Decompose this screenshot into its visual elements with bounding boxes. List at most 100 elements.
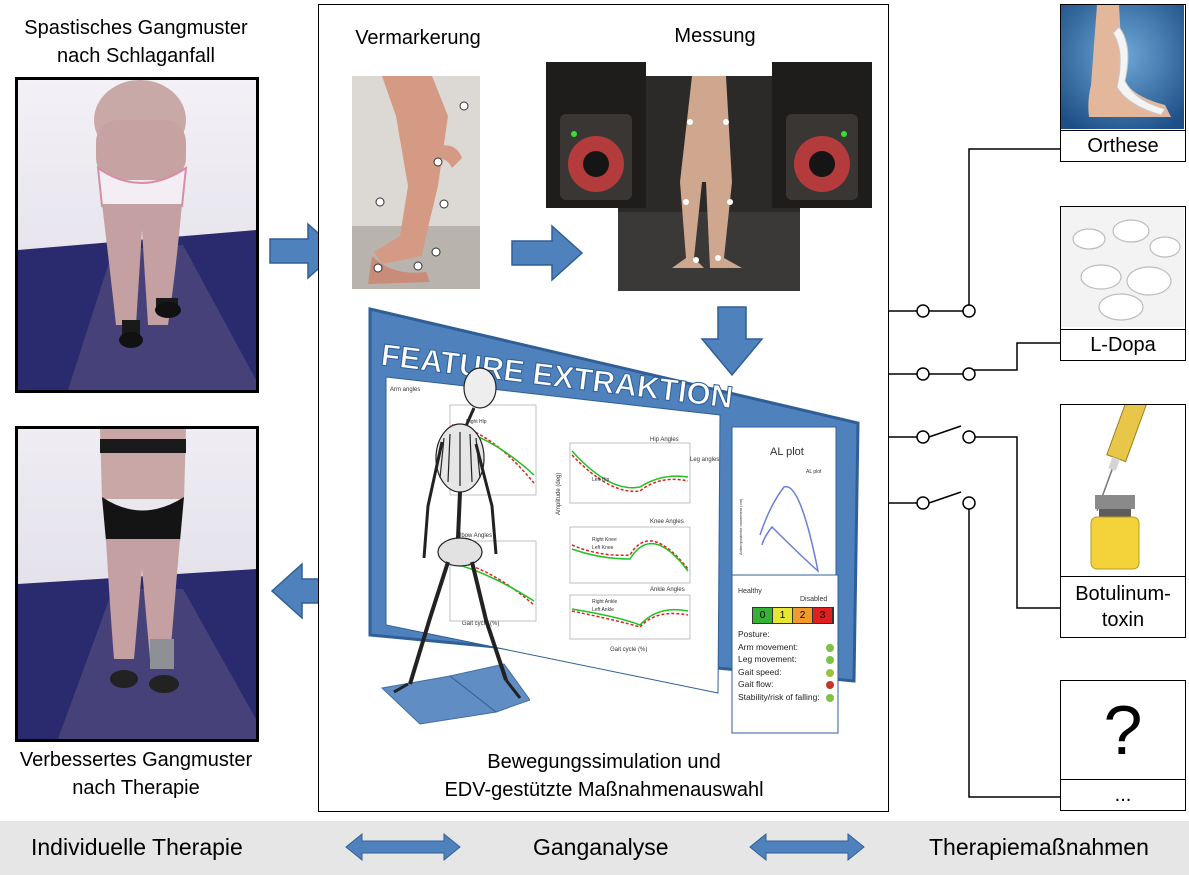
switch-circuit	[889, 148, 1061, 798]
assessment-label: Posture:	[738, 629, 770, 639]
title-vermarkerung: Vermarkerung	[355, 27, 481, 49]
al-plot-legend: AL plot	[806, 469, 822, 475]
therapy-botulinumtoxin: Botulinum- toxin	[1060, 404, 1186, 638]
assessment-row: Posture:	[738, 628, 838, 641]
al-plot-ylabel: Anteroposterior movement (cm)	[738, 498, 743, 555]
gait-cycle-label-left: Gait cycle (%)	[462, 621, 499, 627]
assessment-row: Arm movement:	[738, 641, 838, 654]
caption-simulation: Bewegungssimulation und EDV-gestützte Ma…	[330, 748, 878, 804]
photo-improved-gait	[15, 426, 259, 742]
legend-right-hip: Right Hip	[466, 419, 487, 425]
plot-frame-knee	[569, 526, 691, 584]
footer-gait-analysis: Ganganalyse	[533, 834, 669, 860]
switch-ldopa-contact-b	[962, 367, 976, 381]
assessment-panel: Healthy Disabled	[731, 574, 839, 734]
spastic-gait-image	[18, 80, 256, 390]
scale-level-2: 2	[793, 608, 813, 623]
al-plot-title: AL plot	[770, 446, 804, 458]
marker-placement-image	[352, 76, 480, 289]
caption-spastic-gait: Spastisches Gangmuster nach Schlaganfall	[0, 14, 272, 70]
al-plot-panel: AL plot AL plot Lateral movement (cm) An…	[731, 426, 837, 588]
assessment-label: Gait flow:	[738, 679, 774, 689]
photo-spastic-gait	[15, 77, 259, 393]
therapy-other: ? ...	[1060, 680, 1186, 811]
therapy-orthese: Orthese	[1060, 4, 1186, 162]
caption-simulation-line2: EDV-gestützte Maßnahmenauswahl	[444, 779, 764, 801]
scale-healthy-label: Healthy	[738, 588, 762, 595]
caption-improved-gait: Verbessertes Gangmuster nach Therapie	[0, 746, 272, 802]
arrow-to-measurement	[511, 224, 584, 282]
amplitude-label: Amplitude (deg)	[556, 473, 562, 515]
assessment-row: Stability/risk of falling:	[738, 691, 838, 704]
pills-image	[1061, 207, 1184, 327]
legend-left-ankle: Left Ankle	[592, 607, 614, 613]
assessment-label: Stability/risk of falling:	[738, 691, 820, 702]
switch-orthese-contact-b	[962, 304, 976, 318]
caption-improved-line1: Verbessertes Gangmuster	[19, 749, 253, 771]
assessment-label: Arm movement:	[738, 641, 798, 652]
syringe-vial-image	[1061, 405, 1184, 577]
measurement-camera-image	[546, 62, 872, 291]
assessment-label: Leg movement:	[738, 654, 797, 664]
assessment-row: Gait flow:	[738, 678, 838, 691]
footer-individual-therapy: Individuelle Therapie	[31, 834, 243, 860]
switch-ldopa-contact-a	[916, 367, 930, 381]
leg-angles-label: Leg angles	[690, 457, 719, 463]
ankle-angles-label: Ankle Angles	[650, 587, 685, 593]
assessment-row: Leg movement:	[738, 653, 838, 666]
botulinumtoxin-label: Botulinum- toxin	[1061, 576, 1185, 637]
scale-level-0: 0	[753, 608, 773, 623]
skeleton-figure	[380, 367, 530, 725]
scale-level-3: 3	[813, 608, 833, 623]
camera-left-icon	[546, 62, 646, 208]
assessment-row: Gait speed:	[738, 666, 838, 679]
assessment-status-dot	[826, 681, 834, 689]
footer-therapy-measures: Therapiemaßnahmen	[929, 834, 1149, 860]
scale-disabled-label: Disabled	[800, 596, 827, 603]
assessment-status-dot	[826, 656, 834, 664]
plot-frame-ankle	[569, 594, 691, 640]
orthese-label: Orthese	[1061, 130, 1185, 161]
assessment-status-dot	[826, 693, 834, 702]
ldopa-label: L-Dopa	[1061, 329, 1185, 360]
double-arrow-left-icon	[345, 832, 461, 862]
gait-cycle-label-right: Gait cycle (%)	[610, 647, 647, 653]
botulinumtoxin-label-line1: Botulinum-	[1075, 583, 1171, 605]
caption-simulation-line1: Bewegungssimulation und	[487, 751, 721, 773]
assessment-label: Gait speed:	[738, 666, 782, 677]
legend-left-hip: Left Hip	[592, 477, 609, 483]
other-label: ...	[1061, 779, 1185, 810]
switch-botox-contact-a	[916, 430, 930, 444]
legend-right-knee: Right Knee	[592, 537, 617, 543]
improved-gait-image	[18, 429, 256, 739]
assessment-status-dot	[826, 643, 834, 652]
double-arrow-right-icon	[749, 832, 865, 862]
caption-spastic-line1: Spastisches Gangmuster	[24, 17, 248, 39]
vial-icon	[1090, 495, 1140, 570]
assessment-status-dot	[826, 668, 834, 677]
question-mark-icon: ?	[1103, 691, 1143, 769]
caption-improved-line2: nach Therapie	[72, 777, 200, 799]
switch-unknown-contact-a	[916, 496, 930, 510]
caption-spastic-line2: nach Schlaganfall	[57, 45, 215, 67]
plot-frame-hip	[569, 442, 691, 504]
footer-bar: Individuelle Therapie Ganganalyse Therap…	[0, 821, 1189, 875]
scale-level-1: 1	[773, 608, 793, 623]
switch-orthese-contact-a	[916, 304, 930, 318]
therapy-ldopa: L-Dopa	[1060, 206, 1186, 361]
arm-angles-label: Arm angles	[390, 387, 420, 393]
botulinumtoxin-label-line2: toxin	[1101, 609, 1145, 631]
legend-left-knee: Left Knee	[592, 545, 614, 551]
legend-right-ankle: Right Ankle	[592, 599, 618, 605]
arrow-down-to-extraction	[700, 306, 764, 377]
knee-angles-label: Knee Angles	[650, 519, 684, 525]
title-messung: Messung	[674, 25, 756, 47]
switch-botox-contact-b	[962, 430, 976, 444]
camera-right-icon	[772, 62, 872, 208]
orthosis-image	[1061, 5, 1184, 129]
hip-angles-label: Hip Angles	[650, 437, 679, 443]
assessment-list: Posture: Arm movement: Leg movement: Gait s…	[738, 628, 838, 703]
switch-unknown-contact-b	[962, 496, 976, 510]
plot-frame-elbow	[449, 540, 537, 622]
